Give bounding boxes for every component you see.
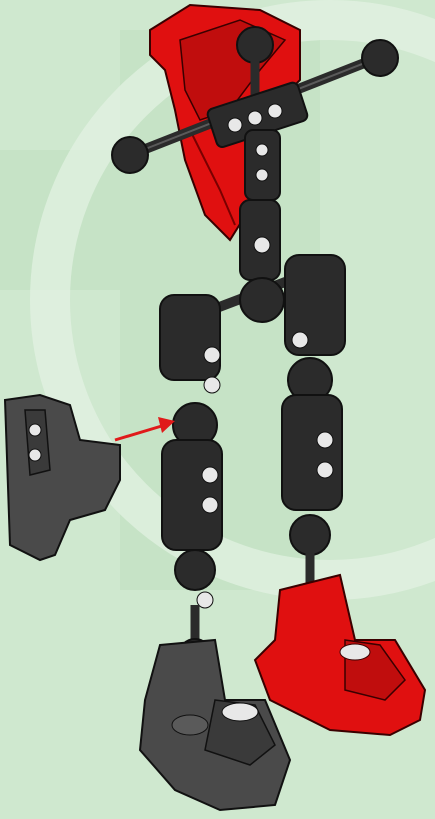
left-hand-ball xyxy=(112,137,148,173)
head-ball xyxy=(237,27,273,63)
right-hand-ball xyxy=(362,40,398,76)
